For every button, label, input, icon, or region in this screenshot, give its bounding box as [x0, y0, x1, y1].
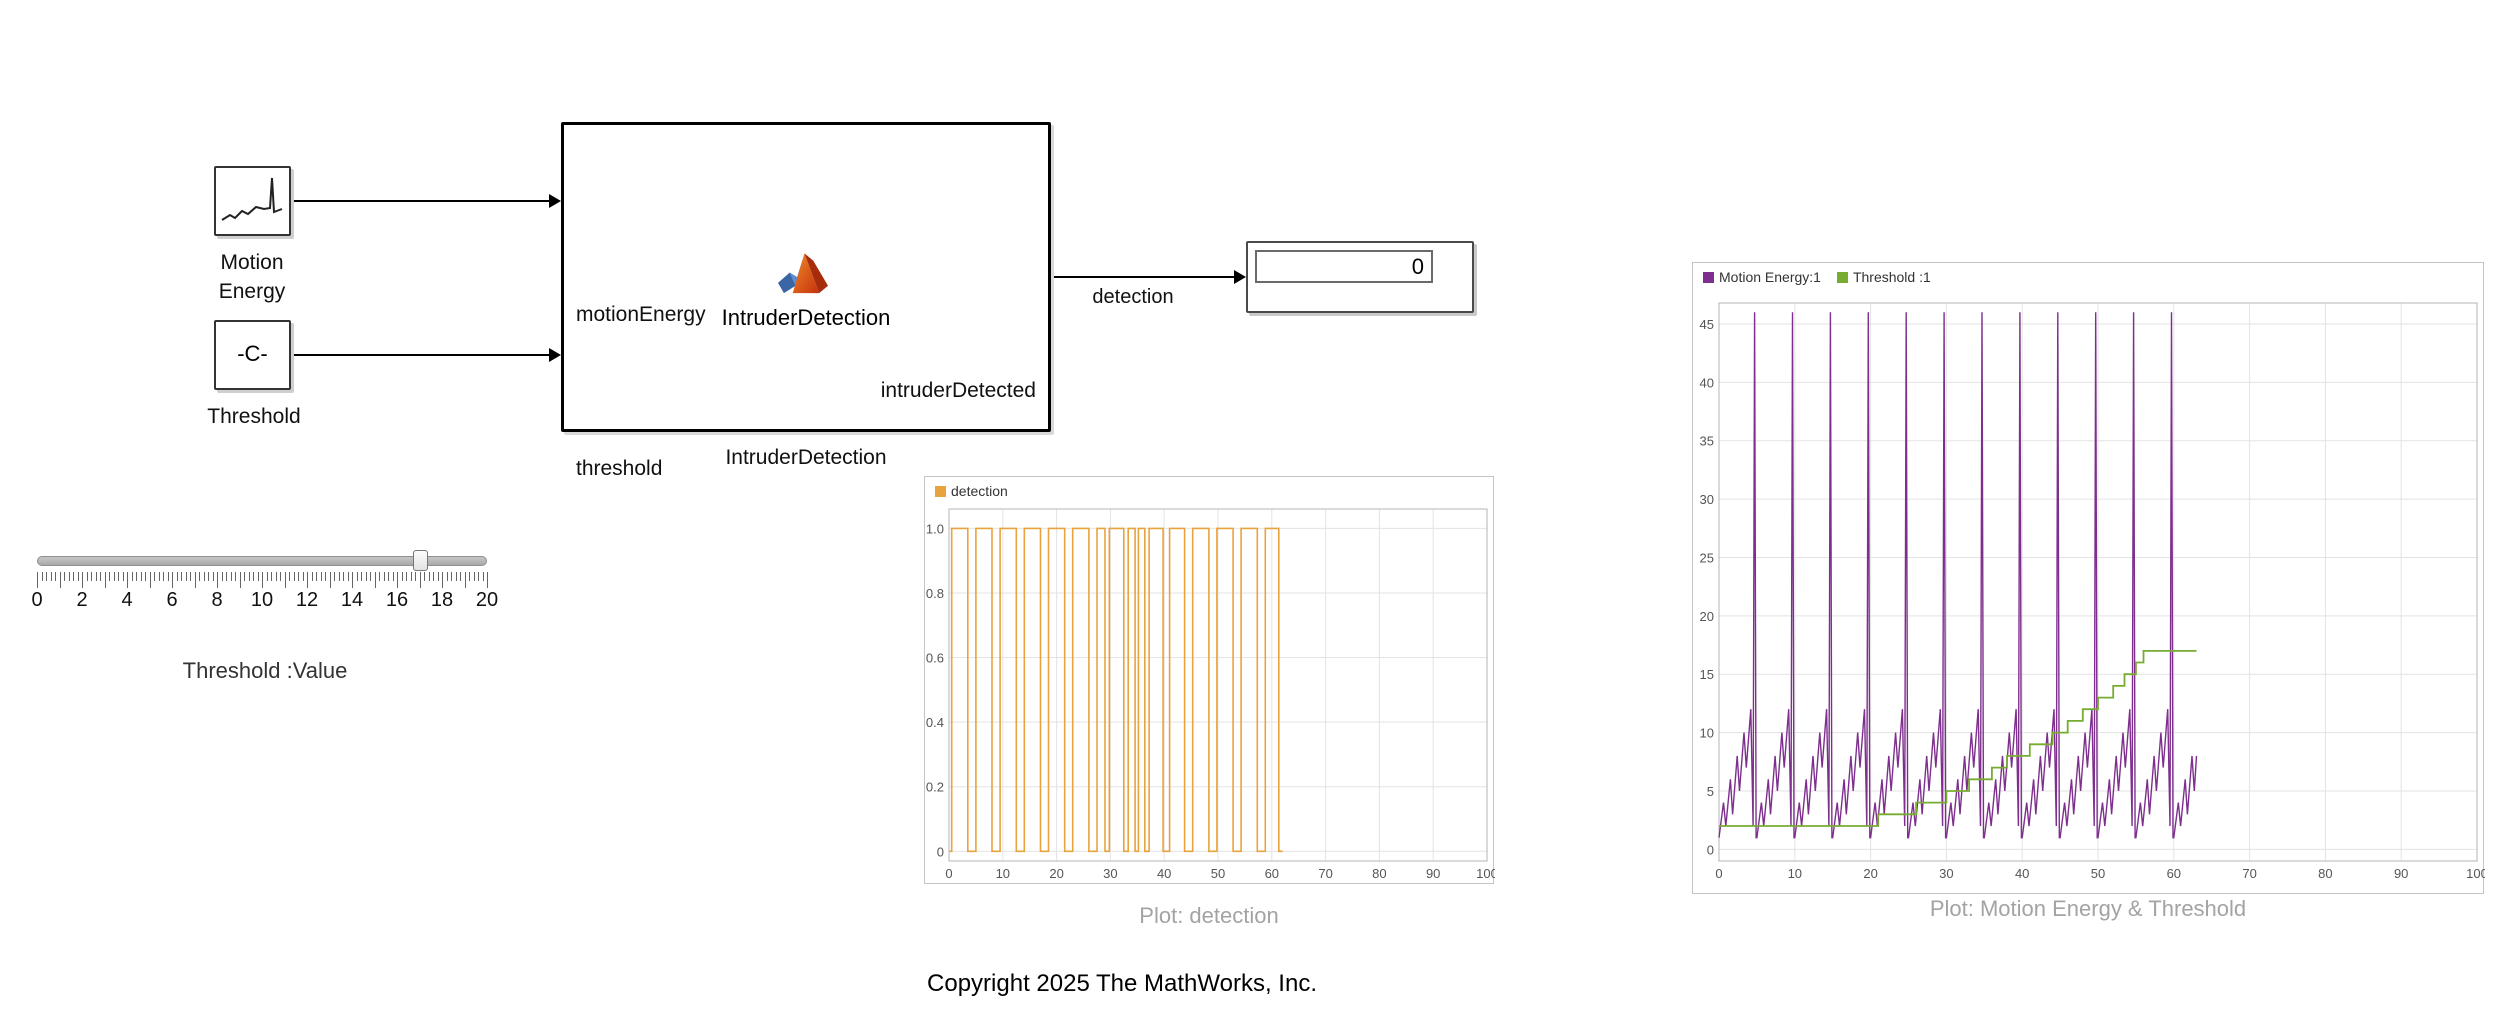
constant-value: -C- — [237, 341, 268, 366]
port-in-threshold: threshold — [576, 457, 663, 480]
svg-text:0.8: 0.8 — [926, 586, 944, 601]
svg-text:50: 50 — [1211, 866, 1225, 881]
svg-text:60: 60 — [2167, 866, 2181, 881]
svg-text:10: 10 — [1700, 726, 1714, 741]
legend-swatch-motion-energy — [1703, 271, 1714, 283]
matlab-logo-icon — [778, 253, 828, 294]
svg-text:60: 60 — [1265, 866, 1279, 881]
svg-text:30: 30 — [1700, 492, 1714, 507]
svg-text:70: 70 — [1318, 866, 1332, 881]
port-out-intruderDetected: intruderDetected — [880, 379, 1036, 402]
intruder-detection-block[interactable]: motionEnergy threshold intruderDetected … — [561, 122, 1051, 480]
legend-label-detection: detection — [951, 483, 1008, 499]
legend-label-motion-energy: Motion Energy:1 — [1719, 269, 1821, 285]
signal-line-threshold[interactable] — [291, 348, 561, 362]
slider-track[interactable] — [37, 556, 487, 566]
port-in-motionEnergy: motionEnergy — [576, 303, 706, 326]
signal-waveform-icon — [221, 177, 283, 221]
svg-text:20: 20 — [1863, 866, 1877, 881]
svg-text:5: 5 — [1707, 784, 1714, 799]
motion-energy-label: Motion Energy — [218, 251, 286, 303]
svg-text:40: 40 — [1157, 866, 1171, 881]
slider-tick-ruler — [37, 572, 488, 590]
svg-text:0: 0 — [1707, 842, 1714, 857]
block-inner-label: IntruderDetection — [721, 305, 891, 330]
svg-text:80: 80 — [1372, 866, 1386, 881]
svg-text:1.0: 1.0 — [926, 521, 944, 536]
svg-text:0: 0 — [945, 866, 952, 881]
svg-text:50: 50 — [2091, 866, 2105, 881]
svg-text:10: 10 — [996, 866, 1010, 881]
motion-scope-legend: Motion Energy:1 Threshold :1 — [1703, 269, 1931, 285]
legend-label-threshold: Threshold :1 — [1852, 269, 1931, 285]
svg-text:10: 10 — [1788, 866, 1802, 881]
svg-text:0: 0 — [937, 844, 944, 859]
detection-plot-area[interactable]: 0 10 20 30 40 50 60 70 80 90 100 0 0.2 0.4 0.6 0.8 1.0 — [925, 503, 1495, 885]
intruder-detection-block-name: IntruderDetection — [725, 446, 887, 469]
svg-text:0.6: 0.6 — [926, 651, 944, 666]
svg-text:15: 15 — [1700, 667, 1714, 682]
motion-scope-title: Plot: Motion Energy & Threshold — [1929, 896, 2247, 921]
svg-text:0: 0 — [1715, 866, 1722, 881]
svg-text:35: 35 — [1700, 434, 1714, 449]
svg-text:70: 70 — [2242, 866, 2256, 881]
slider-label: Threshold :Value — [182, 658, 348, 683]
svg-text:90: 90 — [2394, 866, 2408, 881]
legend-swatch-detection — [935, 485, 946, 497]
motion-energy-block[interactable] — [214, 166, 291, 236]
threshold-constant-block[interactable]: -C- — [214, 320, 291, 390]
slider-handle[interactable] — [412, 550, 428, 571]
legend-swatch-threshold — [1836, 271, 1848, 283]
display-block[interactable]: 0 — [1246, 241, 1474, 313]
svg-text:80: 80 — [2318, 866, 2332, 881]
svg-text:20: 20 — [1700, 609, 1714, 624]
svg-text:45: 45 — [1700, 317, 1714, 332]
svg-text:40: 40 — [1700, 375, 1714, 390]
threshold-block-label: Threshold — [207, 405, 301, 428]
svg-text:0.2: 0.2 — [926, 780, 944, 795]
svg-text:25: 25 — [1700, 550, 1714, 565]
motion-plot-area[interactable]: 0 10 20 30 40 50 60 70 80 90 100 0 5 10 15 20 25 30 35 40 45 — [1693, 291, 2485, 895]
copyright-annotation: Copyright 2025 The MathWorks, Inc. — [927, 970, 1317, 997]
detection-scope-title: Plot: detection — [1139, 903, 1279, 928]
display-value: 0 — [1255, 250, 1433, 283]
svg-text:100: 100 — [2466, 866, 2485, 881]
svg-text:100: 100 — [1476, 866, 1495, 881]
signal-line-detection[interactable] — [1051, 270, 1246, 284]
svg-text:90: 90 — [1426, 866, 1440, 881]
detection-scope-legend: detection — [935, 483, 1008, 499]
svg-text:30: 30 — [1103, 866, 1117, 881]
svg-text:40: 40 — [2015, 866, 2029, 881]
svg-text:20: 20 — [1049, 866, 1063, 881]
signal-line-motion-energy[interactable] — [291, 194, 561, 208]
svg-text:30: 30 — [1939, 866, 1953, 881]
svg-text:0.4: 0.4 — [926, 715, 944, 730]
signal-name-detection: detection — [1092, 286, 1174, 308]
